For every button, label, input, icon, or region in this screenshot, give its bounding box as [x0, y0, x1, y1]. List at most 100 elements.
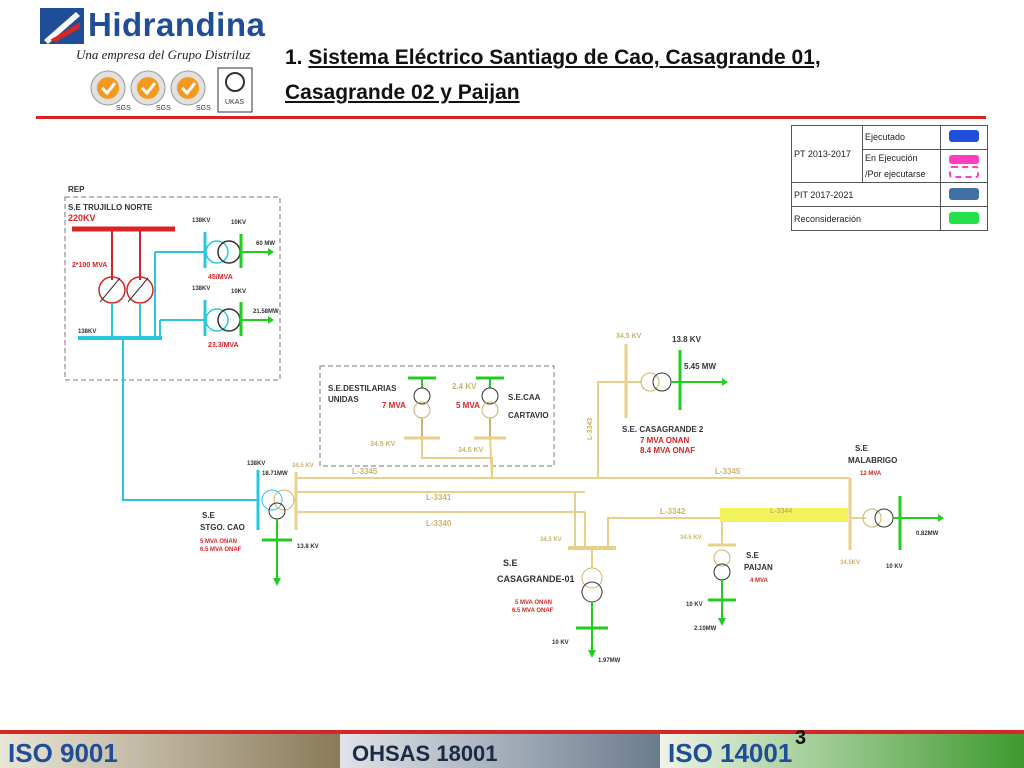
- certification-badges: SGS SGS SGS UKAS: [90, 67, 253, 113]
- cg1-onaf-label: 6.5 MVA ONAF: [512, 608, 554, 614]
- paijan-label-2: PAIJAN: [744, 563, 773, 572]
- cg2-name-label: S.E. CASAGRANDE 2: [622, 425, 704, 434]
- cert-label: UKAS: [225, 99, 244, 106]
- cg1-kv10-label: 10 KV: [552, 640, 569, 646]
- malabrigo-kv-label: 34.5KV: [840, 560, 860, 566]
- cg1-label-2: CASAGRANDE-01: [497, 574, 575, 584]
- hidrandina-logo-icon: [40, 8, 84, 44]
- caa-label-1: S.E.CAA: [508, 393, 541, 402]
- legend-row: PT 2013-2017 Ejecutado: [791, 124, 988, 184]
- ohsas-label: OHSAS 18001: [352, 741, 498, 766]
- legend-swatch-steel: [949, 187, 979, 200]
- cert-label: SGS: [156, 105, 171, 112]
- caa-label-2: CARTAVIO: [508, 411, 549, 420]
- mw-label-a: 60 MW: [256, 241, 275, 247]
- cg1-kv-label: 34.5 KV: [540, 537, 562, 543]
- l3342-label: L-3342: [660, 507, 686, 516]
- l3340-label: L-3340: [426, 519, 452, 528]
- destilerias-label-1: S.E.DESTILARIAS: [328, 384, 397, 393]
- legend-group: Reconsideración: [791, 206, 941, 231]
- caa-kv-label: 34.5 KV: [458, 447, 484, 454]
- paijan-label-1: S.E: [746, 551, 760, 560]
- stgo-onan-label: 5 MVA ONAN: [200, 539, 237, 545]
- mw-label-b: 21.58MW: [253, 309, 279, 315]
- stgo-label-1: S.E: [202, 511, 216, 520]
- legend-group: PT 2013-2017: [791, 124, 863, 184]
- company-tagline: Una empresa del Grupo Distriluz: [76, 47, 251, 62]
- kv10-label-b: 10KV: [231, 289, 246, 295]
- title-line-2: Casagrande 02 y Paijan: [285, 81, 520, 104]
- single-line-diagram: REP S.E TRUJILLO NORTE 220KV 2*100 MVA 1…: [64, 185, 944, 664]
- l3345-label-a: L-3345: [352, 467, 378, 476]
- line-l3344: [720, 508, 848, 522]
- sgs-badge-icon: SGS: [130, 70, 171, 112]
- caa-kv-top-label: 2.4 KV: [452, 382, 477, 391]
- iso9001-label: ISO 9001: [8, 738, 118, 768]
- cg2-kv-label: 34.5 KV: [616, 333, 642, 340]
- stgo-label-2: STGO. CAO: [200, 523, 245, 532]
- legend-row: Reconsideración: [791, 206, 988, 231]
- malabrigo-mw-label: 0.82MW: [916, 531, 939, 537]
- dest-mva-label: 7 MVA: [382, 401, 406, 410]
- rep-boundary: [64, 196, 281, 381]
- trujillo-label: S.E TRUJILLO NORTE: [68, 203, 153, 212]
- legend-swatch-pink-dashed: [949, 165, 979, 178]
- stgo-kv138b-label: 13.8 KV: [297, 544, 319, 550]
- paijan-kv-label: 34.5 KV: [680, 535, 702, 541]
- legend-row: PIT 2017-2021: [791, 182, 988, 207]
- legend-group: PIT 2017-2021: [791, 182, 941, 207]
- legend-table: PT 2013-2017 Ejecutado En Ejecución /Por…: [791, 124, 988, 231]
- title-number: 1.: [285, 46, 303, 69]
- kv220-label: 220KV: [68, 213, 96, 223]
- sgs-badge-icon: SGS: [170, 70, 211, 112]
- cert-label: SGS: [116, 105, 131, 112]
- l3343-label: L-3343: [587, 418, 594, 440]
- paijan-mva-label: 4 MVA: [750, 578, 769, 584]
- kv138-label-b: 138KV: [192, 286, 210, 292]
- malabrigo-label-1: S.E: [855, 444, 869, 453]
- cert-label: SGS: [196, 105, 211, 112]
- kv138-label-a: 138KV: [192, 218, 210, 224]
- trafo-rep-label: 2*100 MVA: [72, 262, 107, 269]
- destilerias-label-2: UNIDAS: [328, 395, 359, 404]
- company-logo-text: Hidrandina: [88, 6, 266, 43]
- transformer-icon: [581, 567, 603, 603]
- malabrigo-mva-label: 12 MVA: [860, 471, 882, 477]
- stgo-mw-label: 18.71MW: [262, 471, 288, 477]
- stgo-kv345-label: 34.5 KV: [292, 463, 314, 469]
- page-title: 1. Sistema Eléctrico Santiago de Cao, Ca…: [285, 40, 821, 110]
- caa-mva-label: 5 MVA: [456, 401, 480, 410]
- iso14001-label: ISO 14001: [668, 738, 792, 768]
- dest-kv-label: 34.5 KV: [370, 441, 396, 448]
- page-number: 3: [795, 727, 807, 749]
- destilerias-caa-boundary: [319, 365, 555, 467]
- transformer-icon: [261, 489, 295, 520]
- cg2-kv-out-label: 13.8 KV: [672, 335, 702, 344]
- cg2-onaf-label: 8.4 MVA ONAF: [640, 446, 695, 455]
- paijan-mw-label: 2.10MW: [694, 626, 717, 632]
- malabrigo-kv10-label: 10 KV: [886, 564, 903, 570]
- malabrigo-label-2: MALABRIGO: [848, 456, 897, 465]
- transformer-icon: [862, 508, 894, 528]
- cg1-onan-label: 5 MVA ONAN: [515, 600, 552, 606]
- cg2-onan-label: 7 MVA ONAN: [640, 436, 690, 445]
- legend-swatch-pink: [949, 154, 979, 164]
- paijan-kv10-label: 10 KV: [686, 602, 703, 608]
- cg1-label-1: S.E: [503, 558, 518, 568]
- transformer-icon: [205, 240, 241, 332]
- legend-swatch-blue: [949, 130, 979, 143]
- stgo-kv138-label: 138KV: [247, 461, 265, 467]
- transformer-icon: [481, 387, 499, 419]
- sgs-badge-icon: SGS: [90, 70, 131, 112]
- l3345-label-b: L-3345: [715, 467, 741, 476]
- legend-swatch-green: [949, 211, 979, 224]
- legend-row: En Ejecución: [792, 148, 988, 184]
- l3344-label: L-3344: [770, 508, 792, 515]
- transformer-icon: [713, 549, 731, 581]
- rep-label: REP: [68, 185, 85, 194]
- kv10-label-a: 10KV: [231, 220, 246, 226]
- title-line-1: Sistema Eléctrico Santiago de Cao, Casag…: [308, 46, 821, 69]
- kv138-label: 138KV: [78, 329, 96, 335]
- transformer-icon: [98, 276, 154, 304]
- cg1-mw-label: 1.97MW: [598, 658, 621, 664]
